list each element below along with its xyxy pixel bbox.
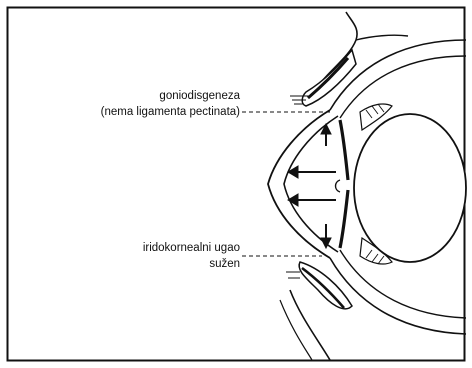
label-goniodysgenesis: goniodisgeneza (nema ligamenta pectinata… <box>101 88 240 120</box>
lower-eyelid-outline <box>290 290 330 360</box>
lower-lid-skin <box>280 300 312 360</box>
pupil-margin <box>336 180 341 192</box>
iris-upper <box>340 120 348 180</box>
label-narrow-angle-line2: sužen <box>143 256 240 272</box>
lens <box>354 114 466 262</box>
label-narrow-angle-line1: iridokornealni ugao <box>143 240 240 256</box>
sclera-outer-bottom <box>330 258 466 334</box>
label-goniodysgenesis-line1: goniodisgeneza <box>101 88 240 104</box>
cornea-outer <box>268 110 330 258</box>
lower-tarsus <box>299 262 352 309</box>
lower-lashes <box>286 272 300 278</box>
sclera-inner-top <box>340 56 466 118</box>
label-narrow-angle: iridokornealni ugao sužen <box>143 240 240 272</box>
cornea-inner <box>284 116 338 252</box>
upper-lid-crease <box>356 35 408 40</box>
label-goniodysgenesis-line2: (nema ligamenta pectinata) <box>101 104 240 120</box>
iris-lower <box>340 190 348 248</box>
